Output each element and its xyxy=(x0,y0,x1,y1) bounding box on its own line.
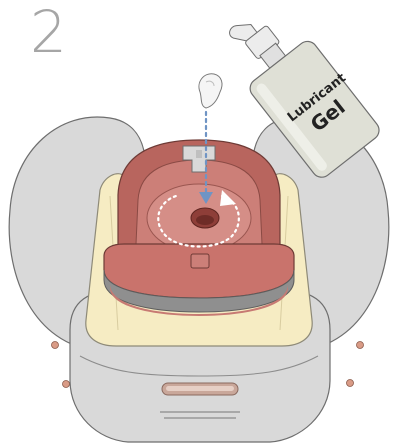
gel-drop-icon xyxy=(199,74,222,108)
device-pin xyxy=(347,380,354,387)
device-pin xyxy=(357,342,364,349)
cup-center-hole-depth xyxy=(196,215,214,225)
cup-front-rim xyxy=(104,244,294,298)
cup-front-tab xyxy=(191,254,209,268)
step-number: 2 xyxy=(30,0,67,66)
device-slot-highlight xyxy=(166,386,234,391)
cup xyxy=(104,140,294,316)
device-pin xyxy=(63,381,70,388)
device-pin xyxy=(52,342,59,349)
